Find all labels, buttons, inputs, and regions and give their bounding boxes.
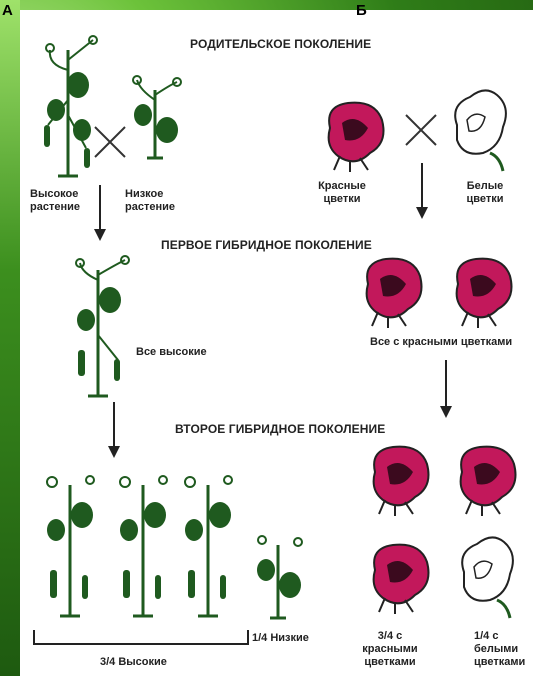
red-flower-parent-icon — [320, 98, 390, 173]
bracket-three-quarters-icon — [32, 630, 250, 646]
cross-symbol-right-icon — [404, 113, 438, 147]
heading-first-hybrid: ПЕРВОЕ ГИБРИДНОЕ ПОКОЛЕНИЕ — [161, 238, 372, 252]
panel-letter-a: А — [2, 2, 13, 19]
label-tall-plant: Высокое растение — [30, 188, 80, 214]
label-all-red: Все с красными цветками — [370, 336, 512, 349]
arrow-down-right-1-icon — [416, 163, 428, 219]
label-red-flowers-line2: цветки — [312, 193, 372, 206]
label-three-quarters-red-line3: цветками — [360, 656, 420, 669]
label-three-quarters-red-line2: красными — [360, 643, 420, 656]
f2-tall-pea-plant-2-icon — [113, 470, 173, 620]
arrow-down-left-2-icon — [108, 402, 120, 458]
f1-red-flower-2-icon — [448, 254, 518, 332]
label-white-flowers: Белые цветки — [460, 180, 510, 206]
label-three-quarters-tall: 3/4 Высокие — [100, 656, 167, 669]
label-red-flowers: Красные цветки — [312, 180, 372, 206]
label-tall-plant-line1: Высокое — [30, 188, 80, 201]
label-red-flowers-line1: Красные — [312, 180, 372, 193]
label-one-quarter-white-line1: 1/4 с — [474, 630, 525, 643]
short-pea-plant-icon — [125, 70, 185, 160]
f2-tall-pea-plant-1-icon — [40, 470, 100, 620]
green-background-edge — [0, 0, 20, 676]
white-flower-parent-icon — [445, 85, 515, 175]
diagram-panel: А Б РОДИТЕЛЬСКОЕ ПОКОЛЕНИЕ ПЕРВОЕ ГИБРИД… — [20, 10, 533, 676]
f2-red-flower-2-icon — [452, 442, 522, 520]
heading-second-hybrid: ВТОРОЕ ГИБРИДНОЕ ПОКОЛЕНИЕ — [175, 422, 385, 436]
label-one-quarter-white-line2: белыми — [474, 643, 525, 656]
f2-short-pea-plant-icon — [248, 530, 308, 620]
arrow-down-right-2-icon — [440, 360, 452, 418]
label-all-tall: Все высокие — [136, 346, 207, 359]
f2-white-flower-icon — [452, 532, 522, 622]
f1-red-flower-1-icon — [358, 254, 428, 332]
label-one-quarter-short: 1/4 Низкие — [252, 632, 309, 645]
label-one-quarter-white-line3: цветками — [474, 656, 525, 669]
tall-pea-plant-icon — [38, 30, 98, 180]
heading-parental: РОДИТЕЛЬСКОЕ ПОКОЛЕНИЕ — [190, 37, 371, 51]
arrow-down-left-1-icon — [94, 185, 106, 241]
f2-red-flower-3-icon — [365, 540, 435, 618]
f2-tall-pea-plant-3-icon — [178, 470, 238, 620]
label-white-flowers-line2: цветки — [460, 193, 510, 206]
label-one-quarter-white: 1/4 с белыми цветками — [474, 630, 525, 669]
label-white-flowers-line1: Белые — [460, 180, 510, 193]
panel-letter-b: Б — [356, 2, 367, 19]
f2-red-flower-1-icon — [365, 442, 435, 520]
label-three-quarters-red-line1: 3/4 с — [360, 630, 420, 643]
f1-tall-pea-plant-icon — [70, 255, 130, 400]
label-short-plant: Низкое растение — [125, 188, 175, 214]
label-short-plant-line2: растение — [125, 201, 175, 214]
label-tall-plant-line2: растение — [30, 201, 80, 214]
label-three-quarters-red: 3/4 с красными цветками — [360, 630, 420, 669]
cross-symbol-left-icon — [93, 125, 127, 159]
label-short-plant-line1: Низкое — [125, 188, 175, 201]
